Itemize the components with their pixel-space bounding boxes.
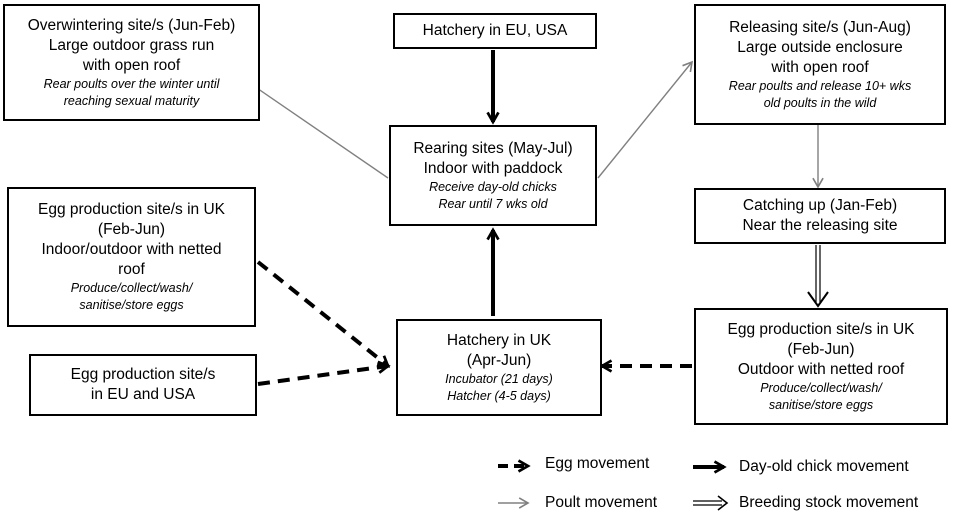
box-egg-uk-left: Egg production site/s in UK (Feb-Jun) In… [7,187,256,327]
legend-breeding-label: Breeding stock movement [739,494,919,511]
box-note: Rear poults and release 10+ wks [728,78,912,93]
box-line: roof [118,261,145,278]
box-note: Rear poults over the winter until [43,76,220,91]
box-line: (Feb-Jun) [97,221,166,238]
box-line: Indoor/outdoor with netted [41,241,222,258]
box-line: Catching up (Jan-Feb) [742,197,898,214]
box-line: Egg production site/s [70,366,216,383]
box-line: Large outside enclosure [737,38,903,56]
box-line: Releasing site/s (Jun-Aug) [729,18,911,36]
arrow-catching-to-egg-uk-right-head [807,291,829,308]
box-catching: Catching up (Jan-Feb) Near the releasing… [694,188,946,244]
box-hatchery-eu-usa: Hatchery in EU, USA [393,13,597,49]
box-note: Produce/collect/wash/ [70,281,193,295]
box-egg-eu-usa: Egg production site/s in EU and USA [29,354,257,416]
box-releasing: Releasing site/s (Jun-Aug) Large outside… [694,4,946,125]
box-line: with open roof [82,56,181,74]
box-egg-uk-right: Egg production site/s in UK (Feb-Jun) Ou… [694,308,948,425]
box-line: Overwintering site/s (Jun-Feb) [27,16,236,34]
arrow-rearing-to-releasing [597,60,694,179]
box-line: Egg production site/s in UK [38,201,225,218]
arrow-egg-uk-left-to-hatchery-uk [256,260,391,368]
box-line: Outdoor with netted roof [737,360,905,378]
box-note: Receive day-old chicks [429,179,557,194]
box-line: (Apr-Jun) [466,351,532,369]
box-note: sanitise/store eggs [79,298,184,312]
arrow-egg-eu-usa-to-hatchery-uk [257,360,391,386]
box-line: Rearing sites (May-Jul) [413,139,573,157]
box-note: Produce/collect/wash/ [760,380,882,395]
box-line: Egg production site/s in UK [727,320,915,338]
legend-breeding-sample-head [717,495,729,511]
box-line: Hatchery in EU, USA [422,22,568,39]
box-line: Hatchery in UK [446,331,552,349]
box-line: with open roof [771,58,869,76]
box-note: Hatcher (4-5 days) [447,388,551,403]
box-line: Indoor with paddock [423,159,563,177]
box-rearing: Rearing sites (May-Jul) Indoor with padd… [389,125,597,226]
box-note: Rear until 7 wks old [438,196,548,211]
box-line: in EU and USA [90,386,196,403]
box-line: (Feb-Jun) [787,340,855,358]
box-hatchery-uk: Hatchery in UK (Apr-Jun) Incubator (21 d… [396,319,602,416]
box-note: sanitise/store eggs [768,397,874,412]
box-note: Incubator (21 days) [445,371,553,386]
legend-egg-label: Egg movement [545,455,650,472]
box-line: Near the releasing site [742,217,898,234]
box-line: Large outdoor grass run [48,36,215,54]
box-note: old poults in the wild [763,95,877,110]
box-overwintering: Overwintering site/s (Jun-Feb) Large out… [3,4,260,121]
legend-chick-label: Day-old chick movement [739,458,909,475]
legend-poult-label: Poult movement [545,494,657,511]
box-note: reaching sexual maturity [63,93,200,108]
